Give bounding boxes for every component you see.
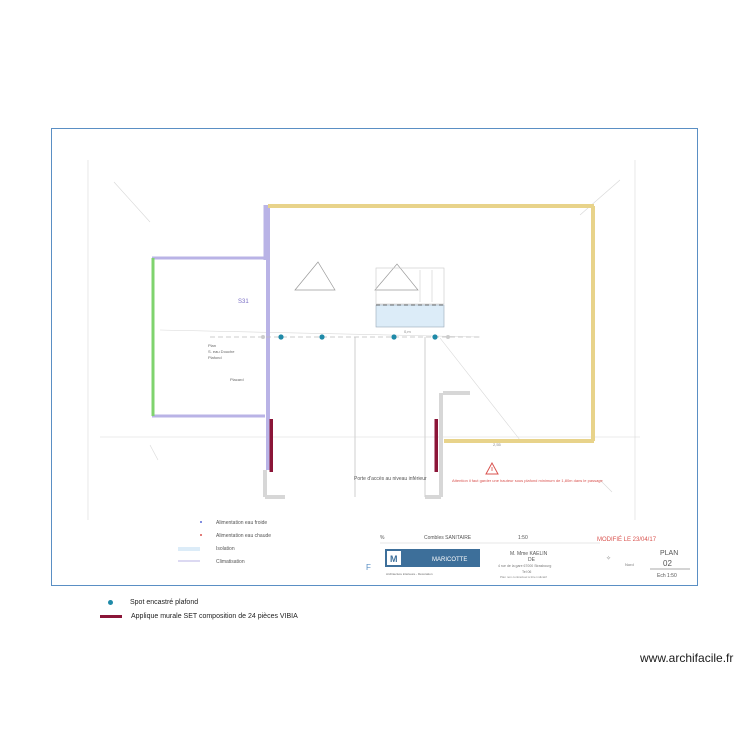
- small-legend: Alimentation eau froide Alimentation eau…: [178, 520, 271, 565]
- client-address: 4 rue de la gare 67000 Strasbourg: [498, 564, 551, 568]
- logo-box: [385, 549, 480, 567]
- tb-scale: 1:50: [518, 535, 528, 541]
- client-line1: M. Mme KAELIN: [510, 551, 548, 557]
- construction-lines: [87, 160, 640, 520]
- spot-light-faint: [261, 335, 265, 339]
- stair-lines: [354, 337, 426, 497]
- client-line2: DE: [528, 557, 536, 563]
- plan-number: 02: [663, 559, 672, 568]
- legend-spot-label: Spot encastré plafond: [130, 599, 199, 606]
- spot-light-faint: [446, 335, 450, 339]
- plan-scale: Ech 1:50: [657, 573, 677, 579]
- note-left-2: S. eau Douche: [208, 349, 235, 354]
- shower-tray: [375, 267, 445, 328]
- spot-lights: [261, 334, 450, 340]
- spot-legend-icon: [108, 600, 113, 605]
- spot-light: [391, 334, 397, 340]
- f-marker: F: [366, 563, 371, 572]
- client-notes: Plan non contractuel à titre indicatif: [500, 575, 547, 579]
- shower-dim: 0,m: [404, 329, 411, 334]
- ceiling-label: S31: [238, 299, 249, 305]
- spot-light: [432, 334, 438, 340]
- legend-hot-water: Alimentation eau chaude: [216, 533, 271, 539]
- legend-spot-row: Spot encastré plafond: [100, 599, 198, 606]
- wall-dim: 2,55: [493, 442, 502, 447]
- plan-label: PLAN: [660, 550, 678, 557]
- left-room-walls: [151, 205, 270, 470]
- note-left-placard: Placard: [230, 377, 244, 382]
- logo-sub: Architecture intérieure - Décoration: [386, 572, 433, 576]
- note-left-3: Plafond: [208, 355, 222, 360]
- logo-text: MARICOTTE: [432, 557, 467, 563]
- stair-walls: [263, 391, 470, 499]
- tb-marker: %: [380, 535, 385, 541]
- watermark: www.archifacile.fr: [640, 651, 734, 665]
- legend-wall-label: Applique murale SET composition de 24 pi…: [131, 613, 298, 620]
- svg-text:M: M: [390, 554, 398, 564]
- spot-light: [319, 334, 325, 340]
- legend-wall-row: Applique murale SET composition de 24 pi…: [100, 613, 298, 620]
- legend-cold-water: Alimentation eau froide: [216, 520, 267, 526]
- note-left-1: Plan: [208, 343, 216, 348]
- main-room-walls: [268, 204, 595, 443]
- compass-icon: ✧: [606, 555, 611, 562]
- roof-markers: [294, 261, 419, 291]
- legend-clim: Climatisation: [216, 559, 245, 565]
- legend-isolation: Isolation: [216, 546, 235, 552]
- warning-text: Attention il faut garder une hauteur sou…: [452, 478, 604, 483]
- warning-icon: [485, 461, 499, 475]
- client-extra: Tel 06: [522, 570, 531, 574]
- applique-legend-icon: [100, 615, 122, 618]
- tb-subject: Combles SANITAIRE: [424, 535, 472, 541]
- wall-applique-right: [434, 419, 438, 472]
- spot-light: [278, 334, 284, 340]
- tb-modified: MODIFIÉ LE 23/04/17: [597, 536, 657, 543]
- compass-note: Nord: [625, 562, 634, 567]
- title-block: % Combles SANITAIRE 1:50 MODIFIÉ LE 23/0…: [366, 535, 690, 579]
- porte-access-text: Porte d'accès au niveau inférieur: [354, 476, 427, 482]
- wall-applique-left: [269, 419, 273, 472]
